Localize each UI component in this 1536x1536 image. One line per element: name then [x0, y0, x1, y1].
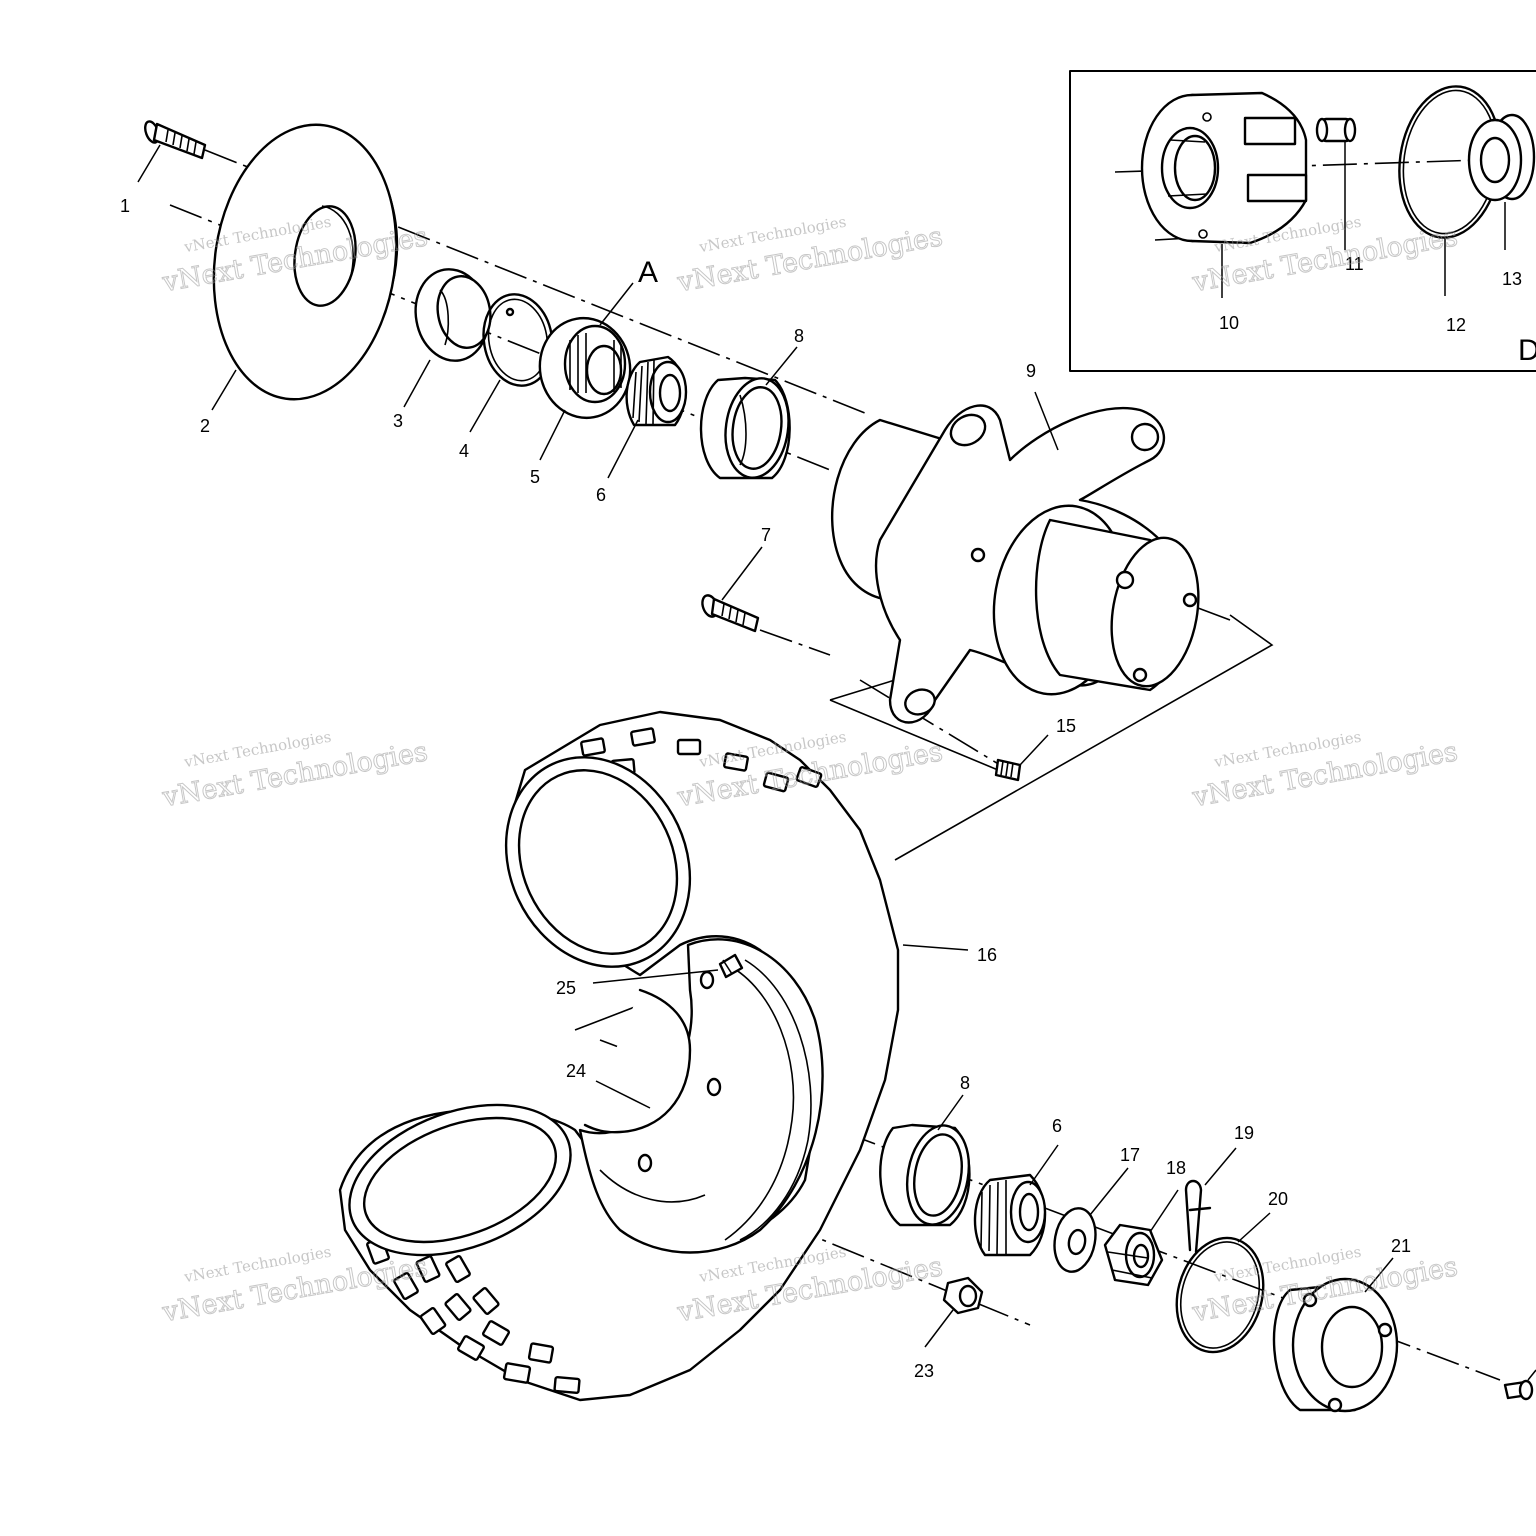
- part-bearing-6-upper: [625, 355, 688, 427]
- part-bolt-1: [144, 120, 207, 160]
- callout-20: 20: [1268, 1189, 1288, 1209]
- callout-3: 3: [393, 411, 403, 431]
- tire-tread-lugs: [366, 727, 823, 1395]
- callout-6-lower: 6: [1052, 1116, 1062, 1136]
- part-hub-carrier-9: [830, 404, 1200, 724]
- callout-9: 9: [1026, 361, 1036, 381]
- callout-18: 18: [1166, 1158, 1186, 1178]
- part-clutch-5: [538, 316, 632, 420]
- callout-13: 13: [1502, 269, 1522, 289]
- callout-16: 16: [977, 945, 997, 965]
- part-nut-23: [942, 1276, 984, 1315]
- part-bolt-7: [701, 594, 760, 633]
- inset-part-hub-collar: [1140, 91, 1308, 245]
- part-wheel-rim-24: [578, 938, 824, 1254]
- callout-24: 24: [566, 1061, 586, 1081]
- part-cotter-pin-19: [1184, 1179, 1212, 1254]
- detail-inset: [1069, 70, 1536, 372]
- leader-lines: [137, 144, 1394, 1348]
- part-bearing-6-lower: [973, 1173, 1047, 1257]
- part-race-8-lower: [879, 1123, 971, 1227]
- callout-7: 7: [761, 525, 771, 545]
- callout-21: 21: [1391, 1236, 1411, 1256]
- callout-15: 15: [1056, 716, 1076, 736]
- part-o-ring-20: [1175, 1236, 1265, 1354]
- part-seal-3: [414, 268, 492, 362]
- callout-19: 19: [1234, 1123, 1254, 1143]
- part-nut-18: [1103, 1223, 1164, 1287]
- callout-12: 12: [1446, 315, 1466, 335]
- part-set-screw-15: [994, 758, 1022, 782]
- detail-box-marker: D: [1518, 334, 1536, 367]
- callout-11: 11: [1345, 254, 1364, 274]
- part-valve-25: [718, 953, 744, 979]
- callout-6-upper: 6: [596, 485, 606, 505]
- inset-part-pin: [1315, 117, 1357, 143]
- part-hub-cap-21: [1272, 1277, 1399, 1413]
- callout-23: 23: [914, 1361, 934, 1381]
- part-washer-17: [1053, 1207, 1097, 1273]
- callout-2: 2: [200, 416, 210, 436]
- callout-8-upper: 8: [794, 326, 804, 346]
- part-bolt-22: [1503, 1369, 1536, 1401]
- part-race-8-upper: [699, 376, 791, 480]
- callout-4: 4: [459, 441, 469, 461]
- callout-25: 25: [556, 978, 576, 998]
- callout-10: 10: [1219, 313, 1239, 333]
- callout-1: 1: [120, 196, 130, 216]
- detail-marker-a: A: [638, 256, 658, 289]
- callout-17: 17: [1120, 1145, 1140, 1165]
- callout-labels: 1 2 3 4 5 6 7 8 9 10 11 12 13 15 16 25 2…: [120, 196, 1536, 1381]
- callout-5: 5: [530, 467, 540, 487]
- callout-8-lower: 8: [960, 1073, 970, 1093]
- part-brake-disc-2: [212, 123, 399, 401]
- inset-part-bushing: [1467, 113, 1536, 202]
